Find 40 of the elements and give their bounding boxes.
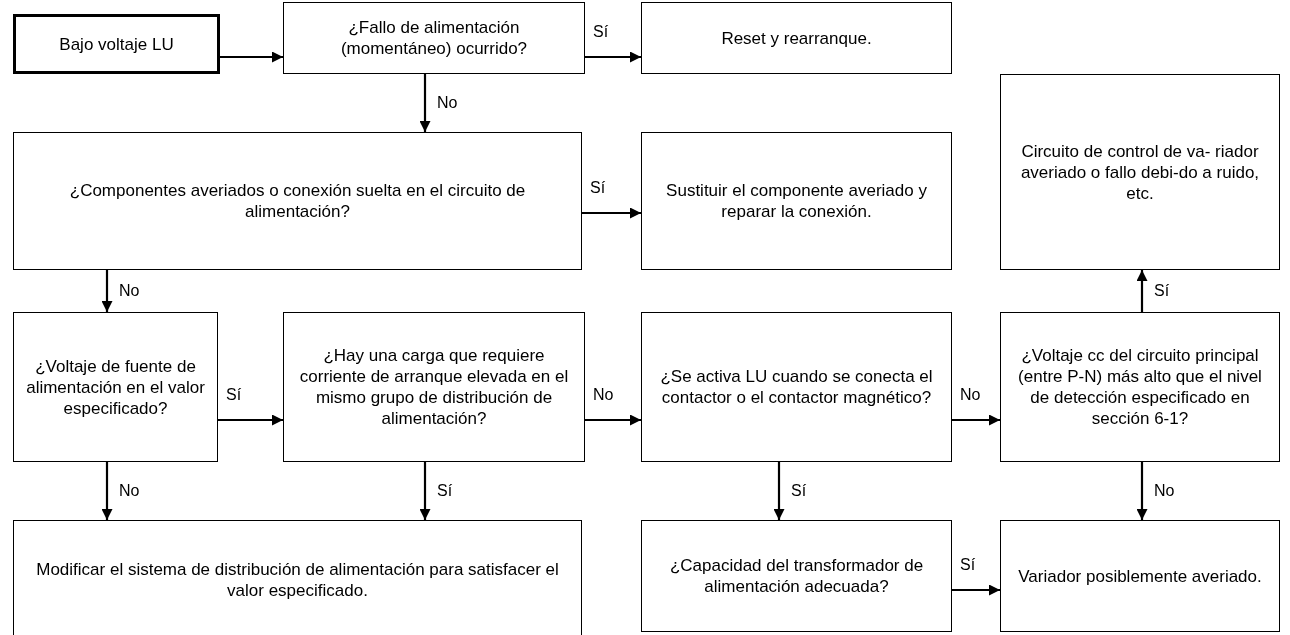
node-text: Bajo voltaje LU: [59, 33, 174, 55]
node-text: Reset y rearranque.: [721, 27, 872, 49]
node-text: ¿Componentes averiados o conexión suelta en el circuito de alimentación?: [68, 180, 527, 222]
node-text: ¿Fallo de alimentación (momentáneo) ocurrido?: [339, 17, 529, 59]
arrow: [419, 462, 431, 520]
arrow: [220, 51, 283, 63]
node-text: ¿Se activa LU cuando se conecta el contactor o el contactor magnético?: [659, 366, 934, 408]
process-box: [641, 2, 952, 74]
arrow: [585, 51, 641, 63]
arrow: [101, 270, 113, 312]
node-text: ¿Voltaje de fuente de alimentación en el valor especificado?: [25, 355, 206, 419]
process-box: [1000, 74, 1280, 270]
process-box: [641, 132, 952, 270]
process-box: [641, 520, 952, 632]
node-text: Sustituir el componente averiado y reparar la conexión.: [665, 180, 928, 222]
arrow: [101, 462, 113, 520]
node-text: Modificar el sistema de distribución de alimentación para satisfacer el valor especificado.: [35, 559, 560, 601]
start-box: [13, 14, 220, 74]
arrow: [1136, 270, 1148, 312]
arrow: [1136, 462, 1148, 520]
node-text: Circuito de control de va- riador averiado o fallo debi-do a ruido, etc.: [1019, 140, 1261, 204]
process-box: [1000, 312, 1280, 462]
arrow: [773, 462, 785, 520]
node-text: Variador posiblemente averiado.: [1018, 565, 1262, 587]
process-box: [13, 132, 582, 270]
arrow: [585, 414, 641, 426]
process-box: [1000, 520, 1280, 632]
node-text: ¿Capacidad del transformador de alimentación adecuada?: [668, 555, 925, 597]
process-box: [641, 312, 952, 462]
node-text: ¿Voltaje cc del circuito principal (entre P-N) más alto que el nivel de detección especificado en sección 6-1?: [1017, 345, 1263, 429]
process-box: [283, 312, 585, 462]
arrow: [952, 584, 1000, 596]
process-box: [283, 2, 585, 74]
arrow: [582, 207, 641, 219]
arrow: [218, 414, 283, 426]
node-text: ¿Hay una carga que requiere corriente de arranque elevada en el mismo grupo de distribución de alimentación?: [298, 345, 570, 429]
process-box: [13, 520, 582, 635]
arrow: [419, 74, 431, 132]
process-box: [13, 312, 218, 462]
arrow: [952, 414, 1000, 426]
